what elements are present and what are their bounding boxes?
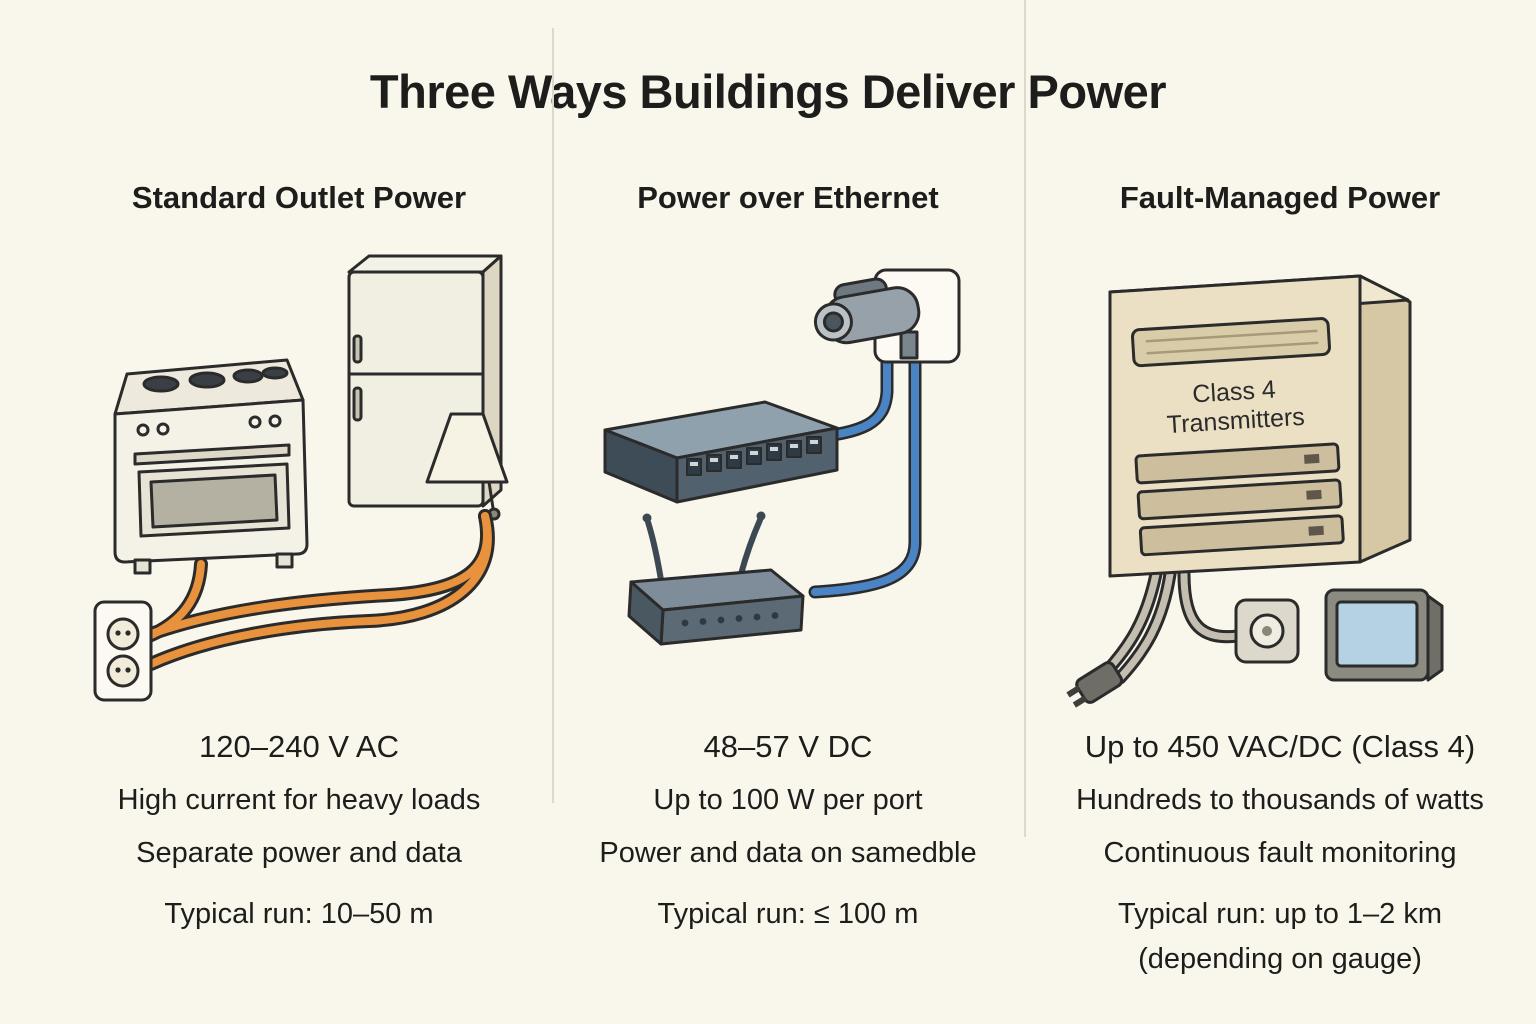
standard-outlet-text: 120–240 V AC High current for heavy load…	[118, 729, 481, 929]
wall-outlet-icon	[93, 600, 153, 702]
poe-svg	[603, 268, 961, 646]
spec-line: Hundreds to thousands of watts	[1076, 784, 1484, 816]
spec-line: Continuous fault monitoring	[1103, 837, 1457, 869]
typical-run-note: (depending on gauge)	[1138, 943, 1422, 975]
spec-line: High current for heavy loads	[117, 784, 481, 816]
poe-text: 48–57 V DC Up to 100 W per port Power an…	[599, 729, 976, 929]
voltage-spec: 48–57 V DC	[703, 729, 873, 764]
typical-run: Typical run: 10–50 m	[164, 898, 434, 930]
page-title: Three Ways Buildings Deliver Power	[369, 65, 1167, 118]
column-heading: Power over Ethernet	[637, 180, 939, 215]
spec-line: Power and data on samedble	[599, 837, 977, 869]
fault-managed-text: Up to 450 VAC/DC (Class 4) Hundreds to t…	[1076, 729, 1484, 974]
column-heading: Standard Outlet Power	[131, 180, 467, 215]
thermostat-icon	[1234, 598, 1300, 664]
standard-outlet-illustration	[49, 224, 549, 729]
standard-outlet-svg	[93, 254, 509, 702]
column-heading: Fault-Managed Power	[1119, 180, 1441, 215]
class4-cabinet-icon: Class 4 Transmitters	[1108, 274, 1412, 578]
column-poe: Power over Ethernet	[552, 150, 1024, 1024]
column-fault-managed: Fault-Managed Power	[1024, 150, 1536, 1024]
voltage-spec: 120–240 V AC	[199, 729, 399, 764]
network-switch-icon	[603, 400, 839, 504]
typical-run: Typical run: ≤ 100 m	[657, 898, 919, 930]
column-divider-1	[552, 28, 554, 803]
power-plug-icon	[1066, 661, 1124, 708]
cabinet-label-line1: Class 4	[1192, 375, 1277, 408]
spec-line: Separate power and data	[136, 837, 462, 869]
poe-illustration	[553, 224, 1023, 729]
fault-managed-illustration: Class 4 Transmitters	[1030, 224, 1530, 729]
typical-run: Typical run: up to 1–2 km	[1117, 898, 1442, 930]
spec-line: Up to 100 W per port	[653, 784, 923, 816]
ethernet-cable-icon	[804, 355, 922, 599]
voltage-spec: Up to 450 VAC/DC (Class 4)	[1084, 729, 1476, 764]
stove-icon	[113, 358, 309, 575]
display-panel-icon	[1324, 588, 1444, 682]
fault-managed-svg: Class 4 Transmitters	[1066, 274, 1444, 708]
security-camera-icon	[813, 268, 961, 364]
column-standard-outlet: Standard Outlet Power	[0, 150, 552, 1024]
column-divider-2	[1024, 0, 1026, 837]
power-cord-icon	[142, 509, 495, 671]
columns-wrapper: Standard Outlet Power	[0, 150, 1536, 1024]
gray-cable-icon	[1099, 567, 1245, 685]
wifi-router-icon	[627, 511, 805, 646]
